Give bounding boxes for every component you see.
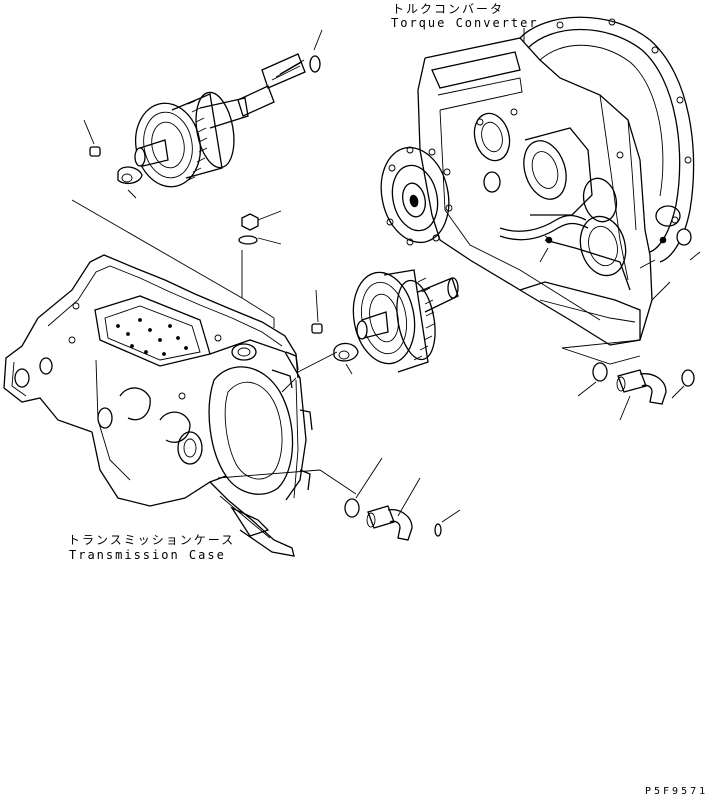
upper-o-ring: [309, 55, 321, 73]
transmission-case: [3, 254, 313, 557]
pump-gear-housing: [380, 108, 692, 277]
right-fittings: [577, 362, 695, 421]
upper-seal-parts: [89, 55, 321, 185]
shaft-assembly-lower: [352, 269, 459, 373]
right-elbow-fitting: [616, 369, 667, 405]
right-seal: [681, 369, 695, 387]
lower-o-ring: [344, 498, 360, 518]
torque-converter-housing: [417, 16, 695, 346]
middle-plug: [311, 323, 323, 334]
right-o-ring: [592, 362, 608, 382]
middle-seal-ring: [333, 342, 359, 362]
bell-housing-bolts: [556, 18, 692, 224]
drawing-code: P5F9571: [645, 786, 709, 797]
lower-fittings: [344, 457, 461, 541]
upper-leader-lines: [71, 29, 323, 319]
case-boss: [231, 343, 257, 361]
shaft-assembly-upper: [134, 53, 306, 188]
hex-bolt: [241, 213, 259, 231]
transmission-case-leader-lines: [217, 318, 357, 495]
washer: [238, 235, 258, 245]
upper-seal-ring: [117, 166, 143, 185]
torque-converter-label-en: Torque Converter: [391, 16, 539, 30]
lower-elbow-fitting: [366, 505, 413, 541]
valve-body-holes: [116, 318, 188, 356]
connector-leader-lines: [539, 247, 653, 365]
middle-seal-parts: [311, 323, 359, 362]
transmission-case-label-jp: トランスミッションケース: [68, 533, 236, 547]
bolt-and-washer: [238, 213, 259, 245]
transmission-case-label-en: Transmission Case: [69, 548, 226, 562]
torque-converter-leader-lines: [523, 28, 701, 301]
torque-converter-label-jp: トルクコンバータ: [392, 2, 505, 16]
upper-plug: [89, 146, 101, 157]
lower-seal: [434, 523, 442, 537]
middle-leader-lines: [297, 289, 353, 375]
pump-bolts: [386, 146, 453, 246]
